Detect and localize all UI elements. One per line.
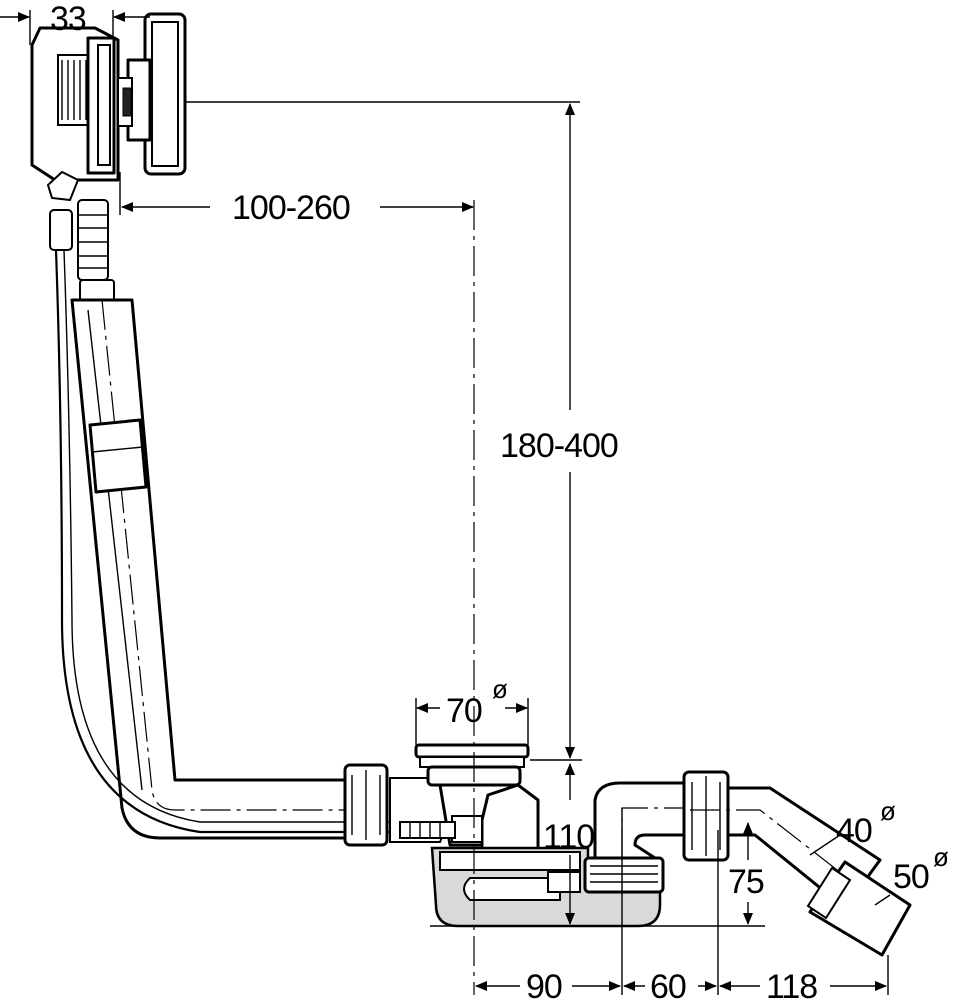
trap-outlet [583, 770, 912, 957]
dim-outlet-height: 75 [728, 863, 764, 901]
dim-trap-height: 110 [543, 818, 594, 856]
dimension-labels: 33 100-260 180-400 70 ø 110 75 40 ø 50 ø… [50, 0, 949, 1000]
dim-overflow-depth: 100-260 [232, 189, 350, 227]
dim-horiz-2: 60 [650, 968, 686, 1000]
dim-drain-diameter: 70 [446, 692, 482, 730]
dim-horiz-3: 118 [766, 968, 817, 1000]
dim-outlet-inner-diameter-symbol: ø [880, 796, 896, 826]
dim-overflow-offset: 33 [50, 0, 86, 38]
dimension-lines [0, 10, 891, 995]
dim-outlet-inner-diameter: 40 [836, 812, 872, 850]
dim-outlet-outer-diameter-symbol: ø [933, 842, 949, 872]
dim-outlet-outer-diameter: 50 [893, 858, 929, 896]
dim-horiz-1: 90 [526, 968, 562, 1000]
dim-height-range: 180-400 [500, 427, 618, 465]
overflow-pipe [54, 249, 400, 840]
drain-assembly [399, 743, 662, 928]
dim-drain-diameter-symbol: ø [492, 674, 508, 704]
overflow-head [30, 12, 187, 303]
